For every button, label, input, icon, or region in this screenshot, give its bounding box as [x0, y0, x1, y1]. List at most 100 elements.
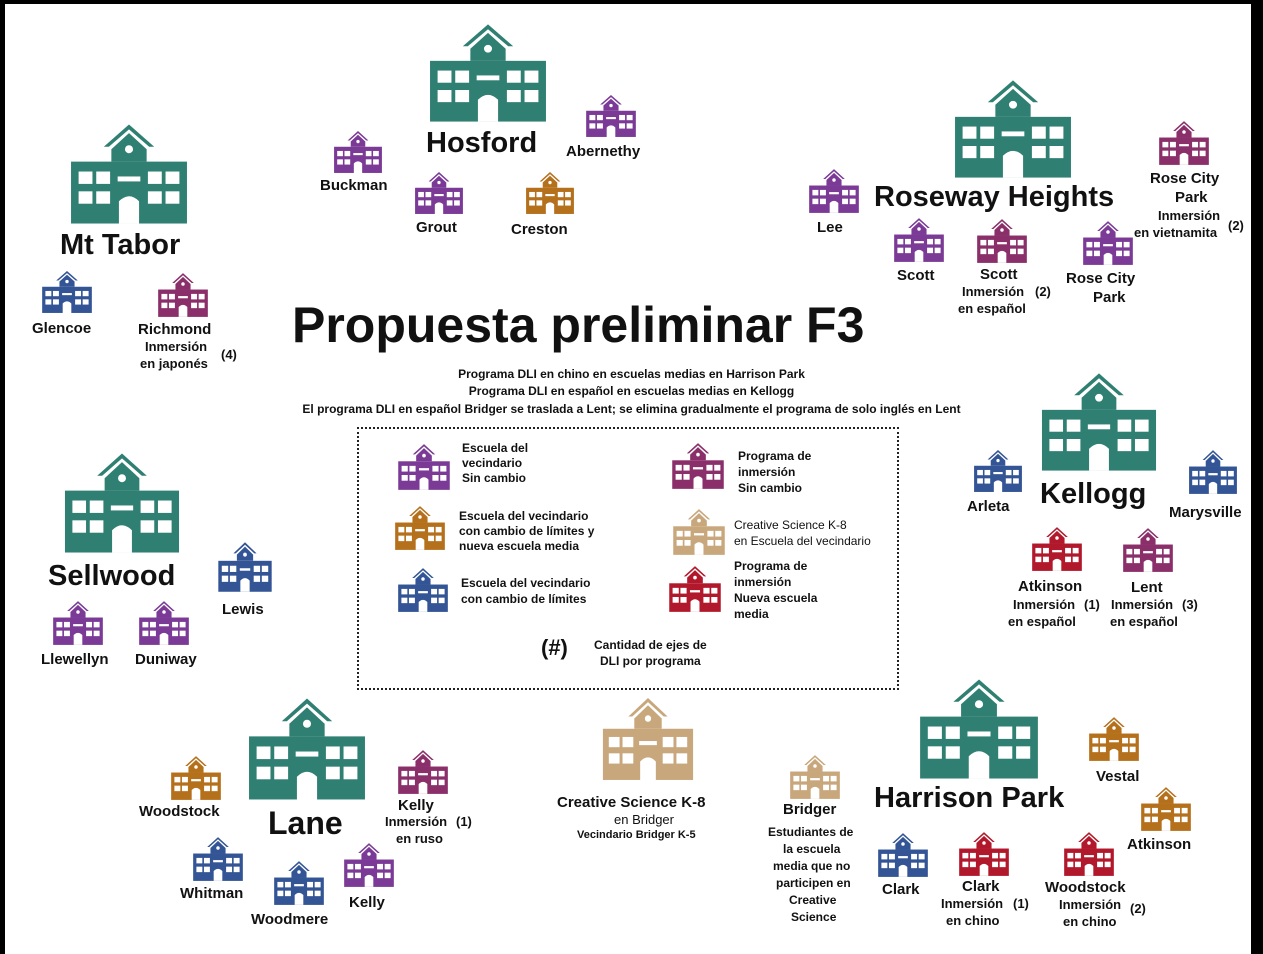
rose-city-park-school-icon [1081, 220, 1135, 266]
kelly-label: Kelly [349, 894, 385, 911]
hosford-school-icon [425, 22, 551, 124]
glencoe-school-icon [40, 270, 94, 314]
kelly-immersion-icon [396, 749, 450, 795]
woodstock-immersion-count: (2) [1130, 901, 1146, 916]
legend-text-2a: Escuela del vecindario [459, 509, 589, 523]
creative-science-sub2: Vecindario Bridger K-5 [577, 829, 696, 841]
rose-city-park-immersion-count: (2) [1228, 218, 1244, 233]
clark-immersion-count: (1) [1013, 896, 1029, 911]
lent-note-2: en español [1110, 614, 1178, 629]
atkinson-kellogg-note-1: Inmersión [1013, 597, 1076, 612]
legend-text-6d: media [734, 607, 769, 621]
scott-school-icon [892, 217, 946, 263]
grout-school-icon [413, 171, 465, 215]
creston-school-icon [524, 171, 576, 215]
scott-immersion-note-1: Inmersión [962, 284, 1025, 299]
arleta-school-icon [972, 449, 1024, 493]
richmond-school-icon [156, 272, 210, 318]
richmond-note-2: en japonés [140, 356, 208, 371]
llewellyn-school-icon [51, 600, 105, 646]
page-title: Propuesta preliminar F3 [292, 297, 865, 353]
kelly-school-icon [342, 842, 396, 888]
vestal-label: Vestal [1096, 768, 1140, 785]
kelly-immersion-note-1: Inmersión [385, 814, 448, 829]
subtitle-line-1: Programa DLI en chino en escuelas medias… [458, 367, 805, 381]
scott-immersion-count: (2) [1035, 284, 1051, 299]
lee-label: Lee [817, 219, 843, 236]
legend-text-1b: vecindario [462, 456, 523, 470]
bridger-note-1: Estudiantes de [768, 825, 854, 839]
legend-text-6b: inmersión [734, 575, 792, 589]
scott-immersion-icon [975, 218, 1029, 264]
legend-icon-boundary-change [396, 567, 450, 613]
legend-text-4a: Programa de [738, 449, 812, 463]
scott-immersion-note-2: en español [958, 301, 1026, 316]
woodstock-lane-label: Woodstock [139, 803, 220, 820]
rose-city-park-label-2: Park [1093, 289, 1126, 306]
whitman-school-icon [191, 836, 245, 882]
legend-icon-neighborhood-no-change [396, 443, 452, 491]
harrison-school-icon [915, 677, 1043, 781]
richmond-count: (4) [221, 347, 237, 362]
rose-city-park-immersion-note-1: Inmersión [1158, 208, 1221, 223]
atkinson-kellogg-count: (1) [1084, 597, 1100, 612]
lent-note-1: Inmersión [1111, 597, 1174, 612]
scott-immersion-label: Scott [980, 266, 1018, 283]
marysville-label: Marysville [1169, 504, 1242, 521]
legend-text-6c: Nueva escuela [734, 591, 818, 605]
legend-text-4c: Sin cambio [738, 481, 803, 495]
abernethy-school-icon [584, 94, 638, 138]
woodstock-immersion-note-1: Inmersión [1059, 897, 1122, 912]
clark-immersion-note-2: en chino [946, 913, 1000, 928]
kellogg-school-icon [1037, 371, 1161, 473]
woodstock-lane-icon [169, 755, 223, 801]
hosford-label: Hosford [426, 127, 538, 159]
legend-count-label-1: Cantidad de ejes de [594, 638, 707, 652]
lent-label: Lent [1131, 579, 1163, 596]
legend [357, 427, 899, 690]
legend-text-2b: con cambio de límites y [459, 524, 595, 538]
legend-icon-immersion-new-middle [667, 565, 723, 613]
legend-count-label-2: DLI por programa [600, 654, 701, 668]
grout-label: Grout [416, 219, 457, 236]
creston-label: Creston [511, 221, 568, 238]
legend-text-2c: nueva escuela media [459, 539, 580, 553]
lane-label: Lane [268, 805, 343, 841]
duniway-label: Duniway [135, 651, 197, 668]
kelly-immersion-count: (1) [456, 814, 472, 829]
legend-count-symbol: (#) [541, 635, 568, 660]
creative-science-icon [599, 696, 697, 782]
creative-science-sub1: en Bridger [614, 812, 674, 827]
creative-science-label: Creative Science K-8 [557, 794, 706, 811]
bridger-school-icon [788, 754, 842, 800]
bridger-note-4: participen en [776, 876, 851, 890]
mt-tabor-label: Mt Tabor [60, 229, 181, 261]
woodstock-immersion-icon [1062, 831, 1116, 877]
whitman-label: Whitman [180, 885, 244, 902]
buckman-label: Buckman [320, 177, 388, 194]
atkinson-kellogg-icon [1030, 526, 1084, 572]
sellwood-label: Sellwood [48, 560, 176, 592]
legend-text-3a: Escuela del vecindario [461, 576, 591, 590]
clark-immersion-label: Clark [962, 878, 1000, 895]
arleta-label: Arleta [967, 498, 1010, 515]
legend-icon-immersion-no-change [670, 442, 726, 490]
buckman-school-icon [332, 130, 384, 174]
clark-immersion-note-1: Inmersión [941, 896, 1004, 911]
clark-school-icon [876, 832, 930, 878]
legend-text-6a: Programa de [734, 559, 808, 573]
bridger-note-5: Creative [789, 893, 837, 907]
rose-city-park-immersion-icon [1157, 120, 1211, 166]
legend-text-1c: Sin cambio [462, 471, 527, 485]
marysville-school-icon [1187, 449, 1239, 495]
glencoe-label: Glencoe [32, 320, 92, 337]
rose-city-park-immersion-label-2: Park [1175, 189, 1208, 206]
rose-city-park-immersion-label-1: Rose City [1150, 170, 1220, 187]
legend-text-5b: en Escuela del vecindario [734, 534, 871, 548]
rose-city-park-immersion-note-2: en vietnamita [1134, 225, 1218, 240]
subtitle-line-2: Programa DLI en español en escuelas medi… [468, 384, 795, 398]
woodstock-immersion-label: Woodstock [1045, 879, 1126, 896]
atkinson-harrison-icon [1139, 786, 1193, 832]
bridger-note-6: Science [791, 910, 837, 924]
richmond-label: Richmond [138, 321, 212, 338]
